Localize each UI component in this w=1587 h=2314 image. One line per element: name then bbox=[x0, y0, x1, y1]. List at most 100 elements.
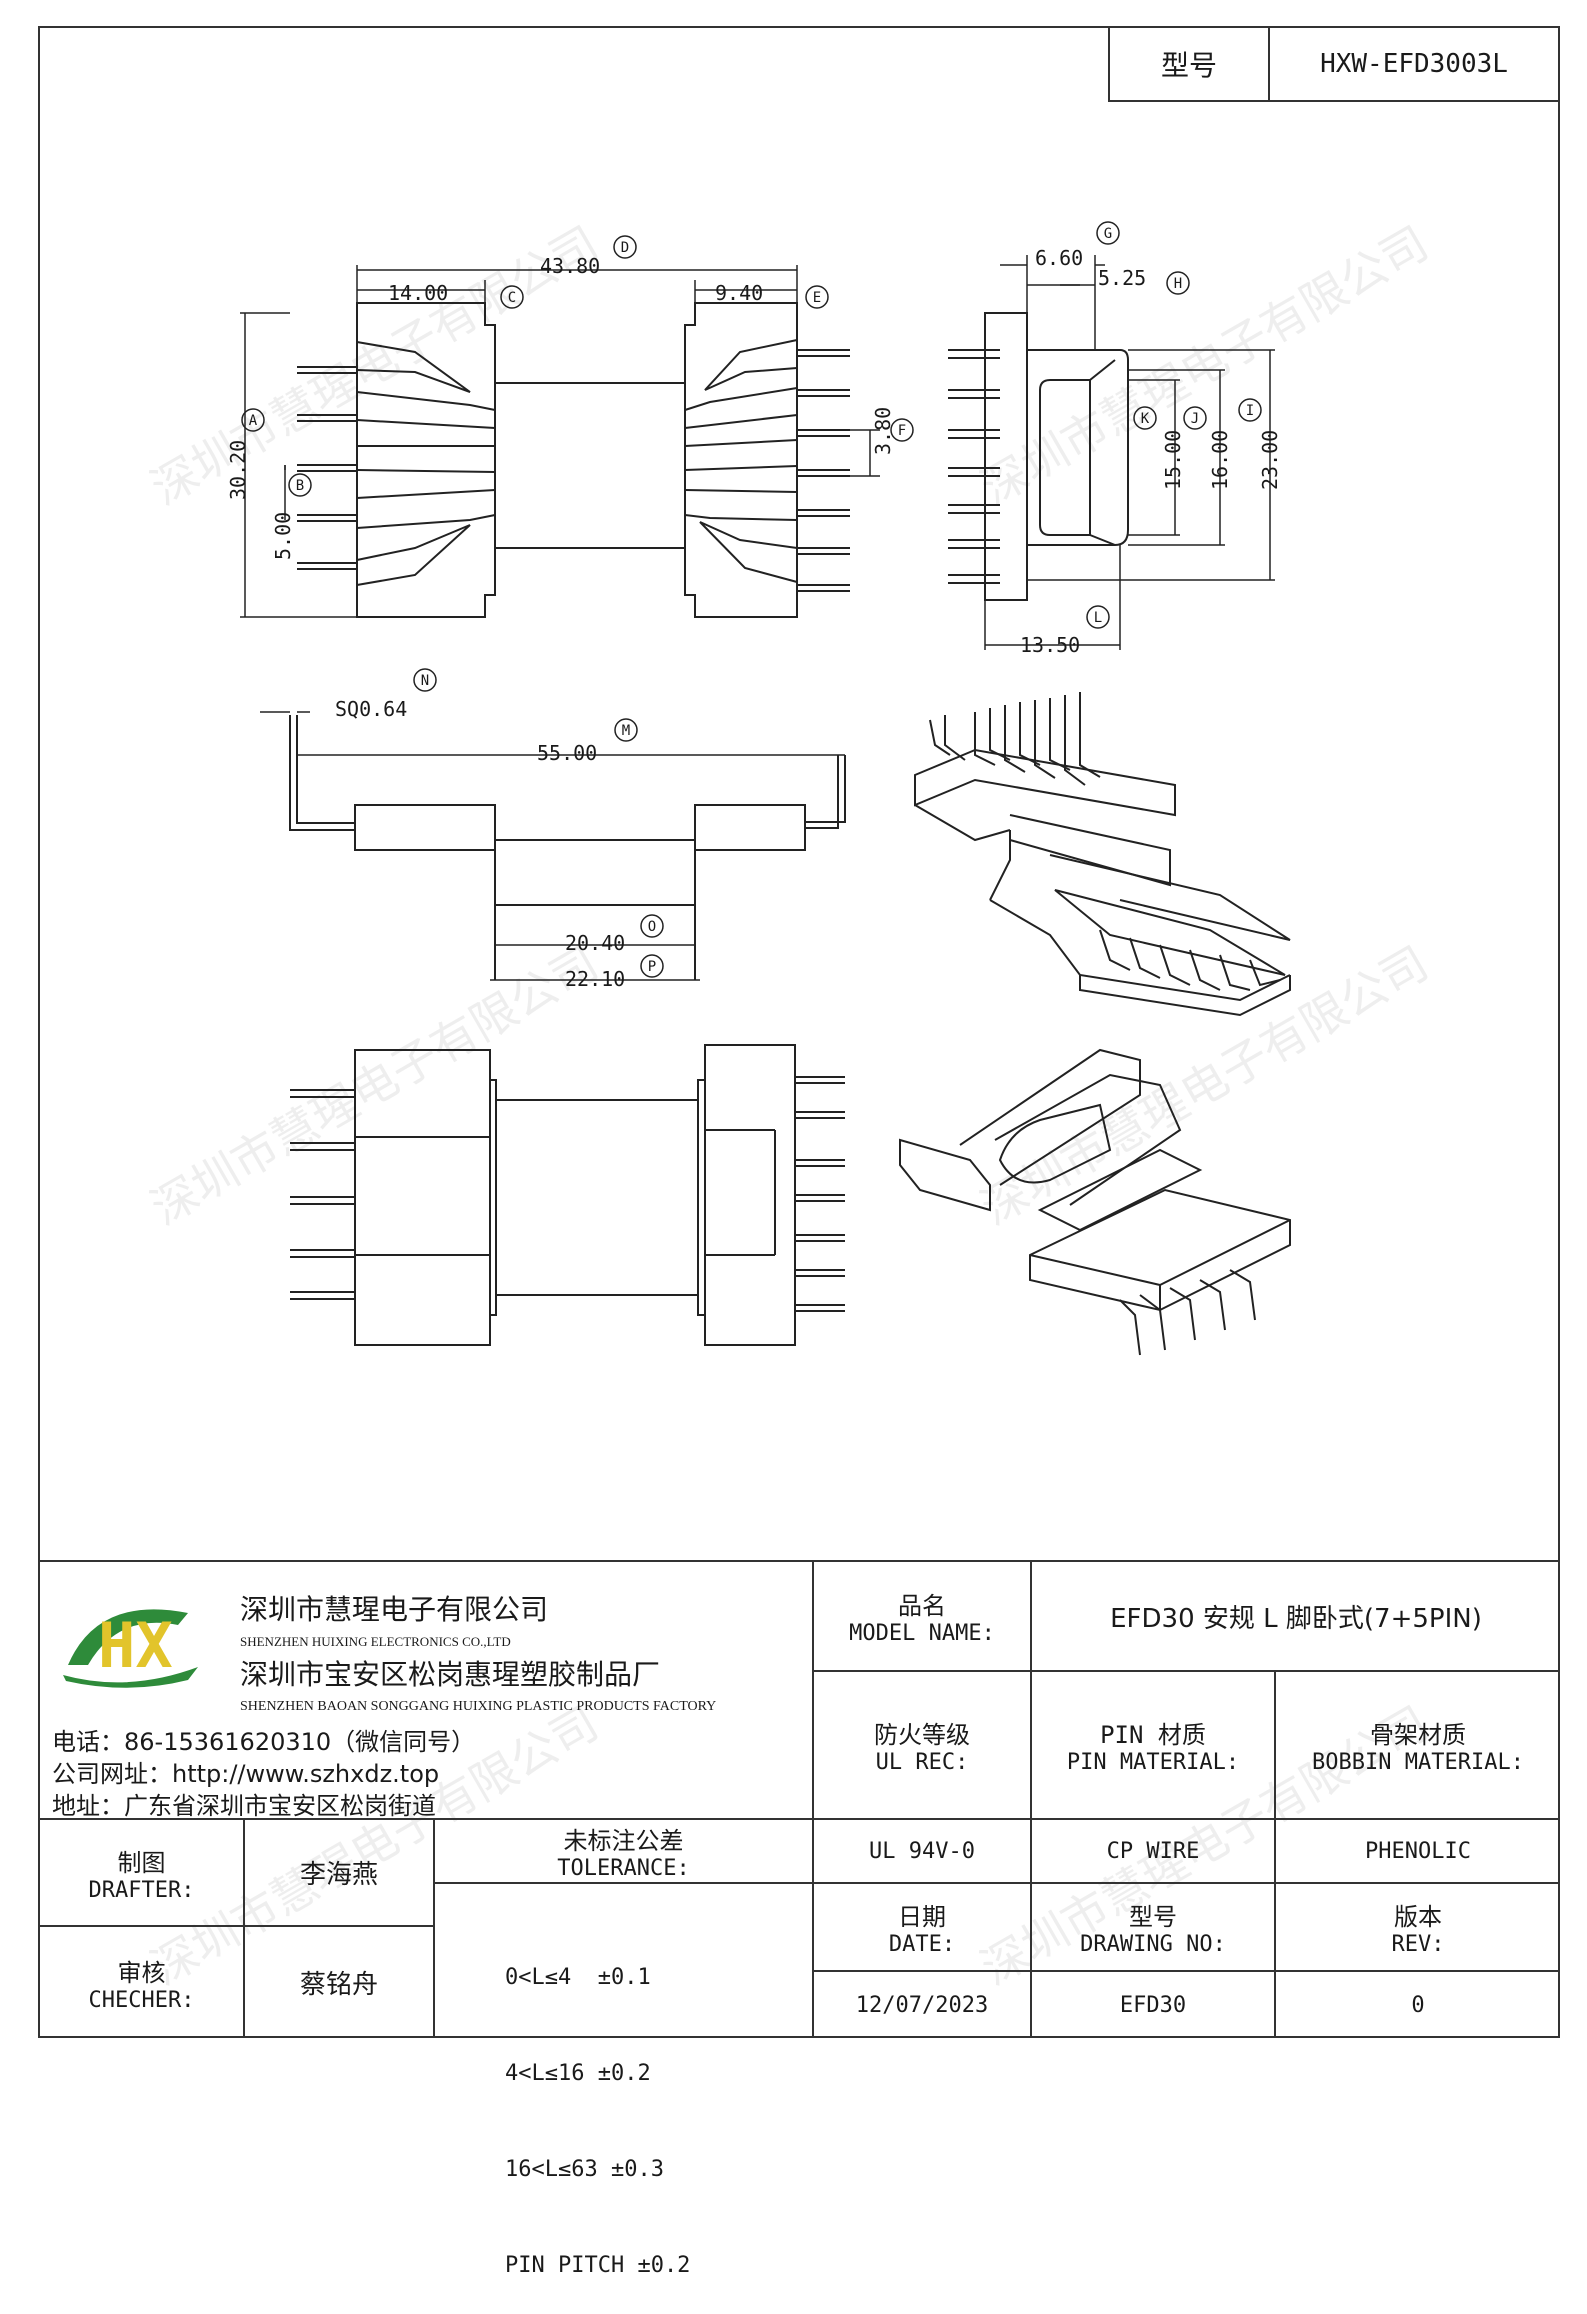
pin-material-cn: PIN 材质 bbox=[1100, 1721, 1206, 1749]
drafter-en: DRAFTER: bbox=[88, 1877, 195, 1903]
company-name-cn: 深圳市慧瑆电子有限公司 bbox=[240, 1593, 549, 1626]
callout-p-circle bbox=[640, 954, 664, 978]
callout-f-letter: F bbox=[898, 423, 906, 439]
callout-l-letter: L bbox=[1094, 610, 1102, 626]
dim-23-00: 23.00 bbox=[1258, 430, 1282, 490]
model-name-value: EFD30 安规 L 脚卧式(7+5PIN) bbox=[1110, 1603, 1482, 1634]
tolerance-row: 16<L≤63 ±0.3 bbox=[505, 2157, 664, 2182]
callout-e-circle bbox=[805, 285, 829, 309]
callout-c-letter: C bbox=[508, 290, 516, 306]
callout-e-letter: E bbox=[813, 290, 821, 306]
date-en: DATE: bbox=[888, 1932, 956, 1957]
technical-drawing: 43.80 14.00 9.40 3.80 30.20 5.00 6.60 5.… bbox=[226, 221, 1291, 1356]
callout-i-letter: I bbox=[1246, 403, 1254, 419]
tolerance-row: 0<L≤4 ±0.1 bbox=[505, 1965, 651, 1990]
date-label: 日期 DATE: bbox=[814, 1884, 1030, 1970]
tolerance-label: 未标注公差 TOLERANCE: bbox=[435, 1820, 812, 1882]
callout-b-letter: B bbox=[296, 478, 304, 494]
dim-14-00: 14.00 bbox=[388, 281, 448, 305]
dim-43-80: 43.80 bbox=[540, 254, 600, 278]
dim-30-20: 30.20 bbox=[226, 440, 250, 500]
title-block-divider bbox=[812, 1560, 814, 2038]
callout-c-circle bbox=[500, 285, 524, 309]
grid-line bbox=[433, 1882, 812, 1884]
dim-5-25: 5.25 bbox=[1098, 266, 1146, 290]
fire-rating-label: 防火等级 UL REC: bbox=[814, 1672, 1030, 1818]
fire-rating-en: UL REC: bbox=[875, 1750, 969, 1775]
dim-6-60: 6.60 bbox=[1035, 246, 1083, 270]
dim-9-40: 9.40 bbox=[715, 281, 763, 305]
pin-material-en: PIN MATERIAL: bbox=[1066, 1750, 1240, 1775]
callout-l-circle bbox=[1086, 605, 1110, 629]
checker-name: 蔡铭舟 bbox=[299, 1970, 378, 2000]
rev-value: 0 bbox=[1411, 1992, 1425, 2018]
grid-line bbox=[812, 1882, 1560, 1884]
drawing-no-en: DRAWING NO: bbox=[1080, 1932, 1226, 1957]
date-cn: 日期 bbox=[898, 1903, 946, 1931]
grid-line bbox=[1274, 1670, 1276, 2038]
rev-en: REV: bbox=[1391, 1932, 1445, 1957]
dim-16-00: 16.00 bbox=[1208, 430, 1232, 490]
callout-d-circle bbox=[613, 235, 637, 259]
dim-sq0-64: SQ0.64 bbox=[335, 697, 407, 721]
callout-k-letter: K bbox=[1141, 411, 1150, 427]
bobbin-material-value: PHENOLIC bbox=[1365, 1838, 1471, 1864]
model-name-label: 品名 MODEL NAME: bbox=[814, 1562, 1030, 1670]
dim-20-40: 20.40 bbox=[565, 931, 625, 955]
isometric-view-pins-up bbox=[914, 692, 1291, 1017]
model-name-cn: 品名 bbox=[898, 1592, 946, 1620]
drafter-cn: 制图 bbox=[117, 1848, 166, 1877]
drawing-no-label: 型号 DRAWING NO: bbox=[1032, 1884, 1274, 1970]
rev-cn: 版本 bbox=[1394, 1903, 1442, 1931]
callout-n-letter: N bbox=[421, 673, 429, 689]
top-view bbox=[290, 1044, 845, 1346]
drawing-frame bbox=[38, 26, 1560, 2038]
grid-line bbox=[1030, 1560, 1032, 2038]
company-phone: 电话：86-15361620310（微信同号） bbox=[52, 1728, 476, 1756]
company-logo: HX bbox=[63, 1609, 198, 1688]
callout-h-letter: H bbox=[1174, 276, 1182, 292]
callout-n-circle bbox=[413, 668, 437, 692]
grid-line bbox=[433, 1818, 435, 2038]
grid-line bbox=[38, 1925, 433, 1927]
callout-f-circle bbox=[890, 418, 914, 442]
grid-line bbox=[243, 1818, 245, 2038]
side-view bbox=[948, 255, 1275, 650]
tolerance-en: TOLERANCE: bbox=[557, 1856, 690, 1881]
checker-cn: 审核 bbox=[117, 1958, 166, 1987]
isometric-view-pins-down bbox=[899, 1048, 1291, 1356]
bobbin-material-cn: 骨架材质 bbox=[1370, 1721, 1466, 1749]
drawing-no-cn: 型号 bbox=[1129, 1903, 1177, 1931]
tolerance-values: 0<L≤4 ±0.1 4<L≤16 ±0.2 16<L≤63 ±0.3 PIN … bbox=[505, 1898, 690, 2314]
bobbin-material-label: 骨架材质 BOBBIN MATERIAL: bbox=[1276, 1672, 1560, 1818]
rev-label: 版本 REV: bbox=[1276, 1884, 1560, 1970]
callout-o-letter: O bbox=[648, 919, 656, 935]
callout-m-letter: M bbox=[622, 723, 630, 739]
model-header-box bbox=[1108, 26, 1560, 102]
bobbin-material-en: BOBBIN MATERIAL: bbox=[1312, 1750, 1524, 1775]
grid-line bbox=[38, 1818, 1560, 1820]
callout-h-circle bbox=[1166, 271, 1190, 295]
model-value: HXW-EFD3003L bbox=[1320, 49, 1508, 79]
dim-22-10: 22.10 bbox=[565, 967, 625, 991]
checker-label: 审核 CHECHER: bbox=[40, 1927, 243, 2038]
dim-55-00: 55.00 bbox=[537, 741, 597, 765]
model-label: 型号 bbox=[1160, 49, 1217, 82]
fire-rating-value: UL 94V-0 bbox=[869, 1838, 975, 1864]
checker-en: CHECHER: bbox=[88, 1987, 195, 2013]
callout-b-circle bbox=[288, 473, 312, 497]
model-header-divider bbox=[1268, 26, 1270, 102]
grid-line bbox=[812, 1670, 1560, 1672]
callout-a-circle bbox=[241, 408, 265, 432]
dim-15-00: 15.00 bbox=[1161, 430, 1185, 490]
callout-k-circle bbox=[1133, 406, 1157, 430]
callout-a-letter: A bbox=[249, 413, 258, 429]
callout-j-circle bbox=[1183, 406, 1207, 430]
pin-material-label: PIN 材质 PIN MATERIAL: bbox=[1032, 1672, 1274, 1818]
company-name-en: SHENZHEN HUIXING ELECTRONICS CO.,LTD bbox=[240, 1634, 511, 1649]
tolerance-row: 4<L≤16 ±0.2 bbox=[505, 2061, 651, 2086]
callout-m-circle bbox=[614, 718, 638, 742]
date-value: 12/07/2023 bbox=[855, 1992, 989, 2018]
fire-rating-cn: 防火等级 bbox=[874, 1721, 970, 1749]
callout-o-circle bbox=[640, 914, 664, 938]
